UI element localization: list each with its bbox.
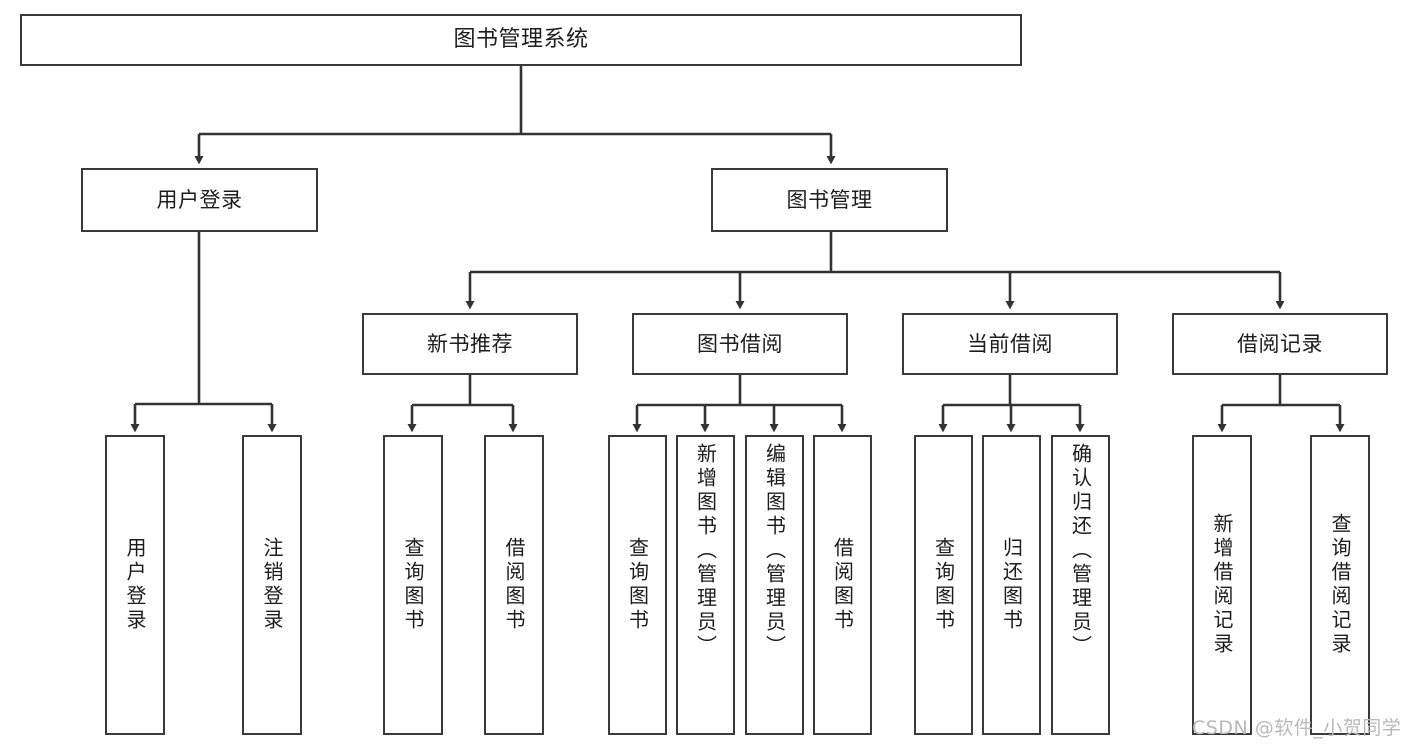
leaf-book-borrow-add[interactable]: 新增图书（管理员） xyxy=(676,435,735,735)
node-label: 借阅记录 xyxy=(1237,331,1323,356)
node-current-borrow[interactable]: 当前借阅 xyxy=(902,313,1118,375)
leaf-current-borrow-query[interactable]: 查询图书 xyxy=(914,435,973,735)
node-label: 新增借阅记录 xyxy=(1210,513,1234,657)
node-label: 编辑图书（管理员） xyxy=(762,443,787,659)
node-label: 图书借阅 xyxy=(697,331,783,356)
node-book-management[interactable]: 图书管理 xyxy=(711,168,948,232)
node-label: 图书管理系统 xyxy=(453,27,589,53)
node-user-login[interactable]: 用户登录 xyxy=(81,168,318,232)
node-label: 新书推荐 xyxy=(427,331,513,356)
node-label: 查询借阅记录 xyxy=(1328,513,1352,657)
node-label: 图书管理 xyxy=(786,187,873,212)
node-label: 用户登录 xyxy=(156,187,243,212)
leaf-current-borrow-return[interactable]: 归还图书 xyxy=(982,435,1041,735)
node-label: 新增图书（管理员） xyxy=(693,443,718,659)
leaf-book-borrow-query[interactable]: 查询图书 xyxy=(608,435,667,735)
node-root-system[interactable]: 图书管理系统 xyxy=(20,14,1022,66)
leaf-book-borrow-edit[interactable]: 编辑图书（管理员） xyxy=(745,435,804,735)
leaf-current-borrow-confirm-return[interactable]: 确认归还（管理员） xyxy=(1051,435,1110,735)
leaf-book-borrow-borrow[interactable]: 借阅图书 xyxy=(813,435,872,735)
csdn-watermark: CSDN @软件_小贺同学 xyxy=(1192,717,1402,739)
node-label: 借阅图书 xyxy=(830,537,855,633)
node-label: 查询图书 xyxy=(931,537,956,633)
node-label: 归还图书 xyxy=(999,537,1024,633)
node-new-book-recommend[interactable]: 新书推荐 xyxy=(362,313,578,375)
node-label: 确认归还（管理员） xyxy=(1068,443,1093,659)
node-label: 借阅图书 xyxy=(502,537,526,633)
node-label: 查询图书 xyxy=(625,537,650,633)
node-book-borrow[interactable]: 图书借阅 xyxy=(632,313,848,375)
node-label: 当前借阅 xyxy=(967,331,1053,356)
node-label: 用户登录 xyxy=(123,537,147,633)
leaf-borrow-record-add[interactable]: 新增借阅记录 xyxy=(1192,435,1252,735)
leaf-user-login-logout[interactable]: 注销登录 xyxy=(242,435,302,735)
leaf-user-login-login[interactable]: 用户登录 xyxy=(105,435,165,735)
node-label: 注销登录 xyxy=(260,537,284,633)
node-label: 查询图书 xyxy=(401,537,425,633)
leaf-new-book-borrow[interactable]: 借阅图书 xyxy=(484,435,544,735)
node-borrow-record[interactable]: 借阅记录 xyxy=(1172,313,1388,375)
leaf-borrow-record-query[interactable]: 查询借阅记录 xyxy=(1310,435,1370,735)
leaf-new-book-query[interactable]: 查询图书 xyxy=(383,435,443,735)
